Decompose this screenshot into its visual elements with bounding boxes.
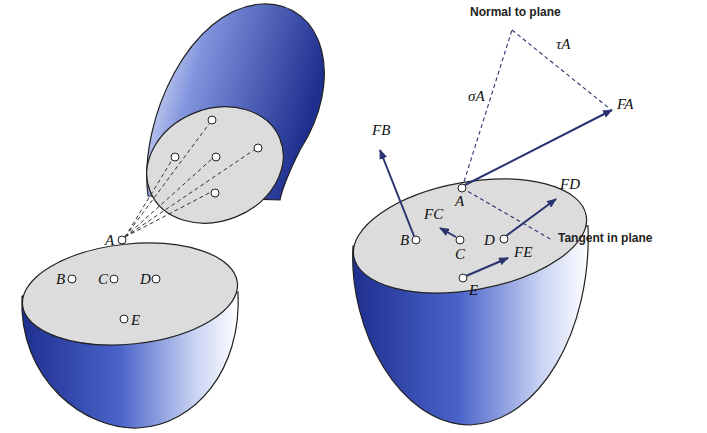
dashed-line bbox=[125, 158, 213, 237]
force-label: FC bbox=[424, 206, 443, 223]
force-arrows bbox=[380, 110, 612, 276]
force-arrow bbox=[465, 110, 612, 185]
transfer-lines bbox=[125, 124, 254, 237]
point-marker bbox=[459, 274, 467, 282]
point-marker bbox=[110, 275, 118, 283]
cut-face bbox=[129, 87, 301, 243]
annotation: Normal to plane bbox=[470, 6, 561, 19]
point-label: E bbox=[131, 312, 140, 329]
point-label: C bbox=[455, 246, 465, 263]
dashed-line bbox=[125, 160, 172, 237]
force-label: FD bbox=[560, 176, 580, 193]
stress-label: σA bbox=[468, 88, 485, 105]
point-label: D bbox=[484, 232, 495, 249]
force-arrow bbox=[440, 228, 456, 237]
shear-line bbox=[512, 30, 610, 109]
stress-label: τA bbox=[556, 36, 571, 53]
point-label: D bbox=[140, 271, 151, 288]
force-arrow bbox=[466, 258, 508, 276]
point-marker bbox=[171, 153, 179, 161]
annotation: Tangent in plane bbox=[558, 232, 652, 245]
dashed-line bbox=[125, 150, 254, 237]
point-label: E bbox=[469, 282, 478, 299]
component-lines bbox=[462, 30, 610, 240]
point-marker bbox=[212, 153, 220, 161]
point-marker bbox=[68, 275, 76, 283]
cut-face bbox=[17, 233, 242, 355]
force-arrow bbox=[380, 150, 414, 236]
point-label: A bbox=[105, 232, 114, 249]
dashed-line bbox=[125, 192, 211, 237]
point-marker bbox=[458, 184, 466, 192]
point-marker bbox=[412, 236, 420, 244]
point-marker bbox=[152, 275, 160, 283]
point-label: B bbox=[56, 271, 65, 288]
force-label: FA bbox=[617, 96, 633, 113]
point-marker bbox=[500, 235, 508, 243]
point-label: A bbox=[455, 193, 464, 210]
point-marker bbox=[211, 189, 219, 197]
point-marker bbox=[208, 116, 216, 124]
point-label: C bbox=[98, 271, 108, 288]
point-marker bbox=[120, 315, 128, 323]
point-marker bbox=[254, 144, 262, 152]
point-label: B bbox=[400, 232, 409, 249]
point-marker bbox=[118, 236, 126, 244]
force-label: FB bbox=[372, 122, 390, 139]
dashed-line bbox=[125, 124, 209, 237]
point-marker bbox=[456, 236, 464, 244]
tangent-line bbox=[462, 188, 552, 240]
force-arrow bbox=[506, 199, 556, 236]
force-label: FE bbox=[514, 244, 532, 261]
cut-face bbox=[344, 162, 595, 309]
